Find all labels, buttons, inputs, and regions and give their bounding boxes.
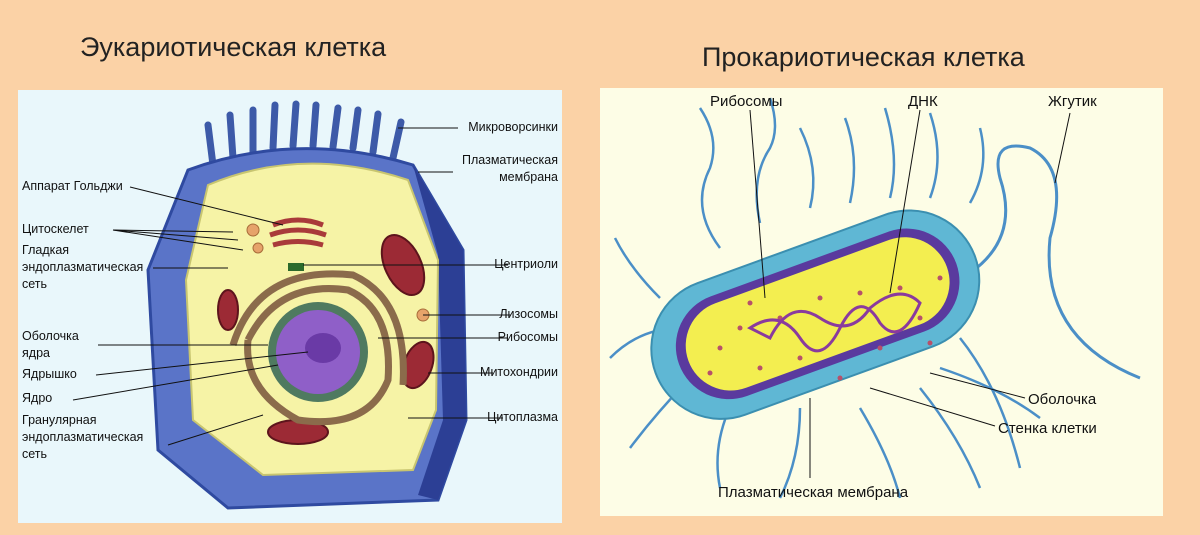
rough-er	[229, 270, 407, 426]
label-lines	[72, 127, 511, 446]
label-dna: ДНК	[908, 93, 938, 110]
label-ribosomes: Рибосомы	[710, 93, 783, 110]
label-cytoplasm: Цитоплазма	[487, 410, 558, 424]
dna	[747, 292, 922, 353]
prokaryote-cell-illustration	[609, 97, 1141, 499]
label-capsule: Оболочка	[1028, 391, 1097, 408]
label-nucleus: Ядро	[22, 391, 53, 405]
label-centrioles: Центриоли	[494, 257, 558, 271]
lysosomes	[246, 223, 430, 322]
eukaryote-title: Эукариотическая клетка	[80, 32, 387, 62]
label-smooth-er: Гладкая эндоплазматическая сеть	[22, 243, 144, 291]
eukaryote-cell-illustration	[72, 100, 511, 510]
label-plasma-membrane: Плазматическая мембрана	[462, 153, 558, 184]
cytoplasm	[685, 237, 950, 391]
label-nucleolus: Ядрышко	[22, 367, 77, 381]
label-rough-er: Гранулярная эндоплазматическая сеть	[22, 413, 144, 461]
label-flagellum: Жгутик	[1048, 93, 1097, 110]
label-nuclear-envelope: Оболочка ядра	[22, 329, 79, 360]
label-microvilli: Микроворсинки	[468, 120, 558, 134]
label-cell-wall: Стенка клетки	[998, 420, 1097, 437]
prokaryote-title: Прокариотическая клетка	[702, 42, 1025, 72]
label-ribosomes: Рибосомы	[497, 330, 558, 344]
prokaryote-diagram: Рибосомы ДНК Жгутик Оболочка Стенка клет…	[600, 88, 1163, 516]
flagellum	[969, 144, 1141, 380]
label-golgi: Аппарат Гольджи	[22, 179, 123, 193]
label-cytoskeleton: Цитоскелет	[22, 222, 89, 236]
label-lysosomes: Лизосомы	[499, 307, 558, 321]
nucleolus	[305, 333, 341, 363]
eukaryote-diagram: Аппарат Гольджи Цитоскелет Гладкая эндоп…	[18, 90, 562, 523]
label-lines	[749, 109, 1071, 478]
label-mitochondria: Митохондрии	[480, 365, 558, 379]
label-plasma-membrane: Плазматическая мембрана	[718, 484, 909, 501]
cell-right-face	[413, 165, 466, 500]
ribosomes	[707, 275, 943, 381]
centriole	[288, 263, 304, 271]
